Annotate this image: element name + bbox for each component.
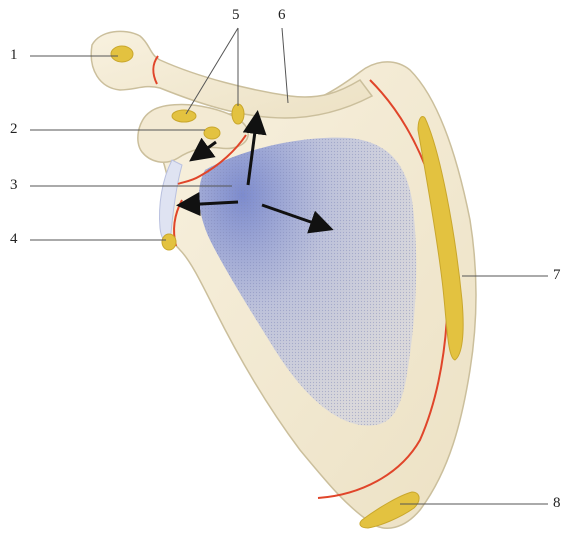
- label-3: 3: [10, 178, 18, 193]
- label-1: 1: [10, 48, 18, 63]
- label-8: 8: [553, 496, 561, 511]
- attachment-5b: [232, 104, 244, 124]
- label-5: 5: [232, 8, 240, 23]
- attachment-1: [111, 46, 133, 62]
- label-4: 4: [10, 232, 18, 247]
- label-7: 7: [553, 268, 561, 283]
- attachment-2: [204, 127, 220, 139]
- acromion-process: [91, 31, 372, 118]
- attachment-4: [162, 234, 176, 250]
- attachment-5a: [172, 110, 196, 122]
- label-2: 2: [10, 122, 18, 137]
- label-6: 6: [278, 8, 286, 23]
